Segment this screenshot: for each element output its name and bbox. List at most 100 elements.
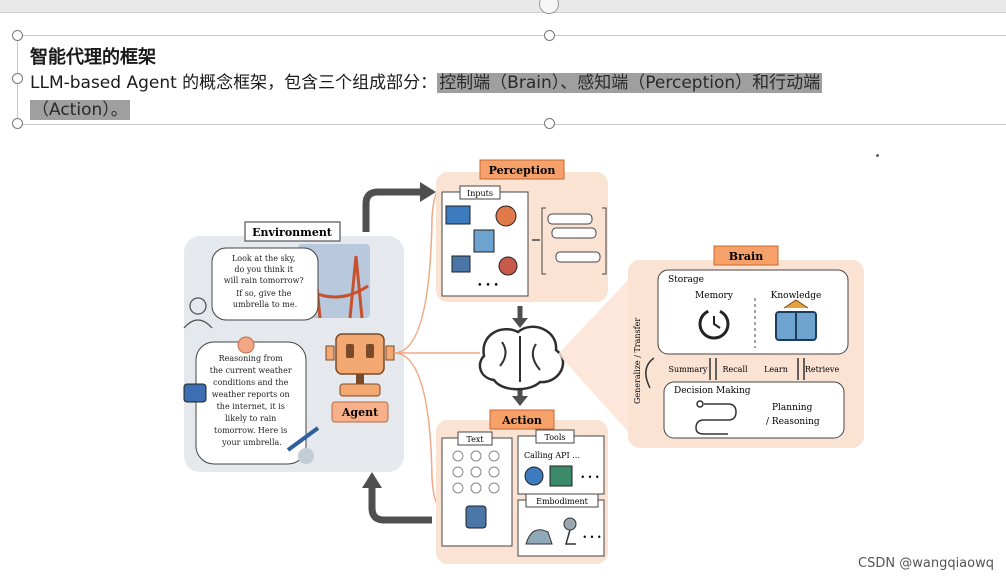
arrow-to-environment [368,486,432,524]
memory-label: Memory [695,291,734,301]
inputs-label: Inputs [467,189,493,198]
document-icon [473,229,495,253]
laptop-icon [183,383,207,403]
top-toolbar-strip [0,0,1006,14]
arrow-head-environment [362,472,382,488]
stray-dot [876,154,879,157]
answer-line: Reasoning from [219,354,284,363]
knowledge-book-icon [775,299,817,341]
camera-icon [451,255,471,273]
question-line: If so, give the [236,289,292,298]
answer-line: likely to rain [225,414,276,423]
storage-decision-arrows [709,358,805,380]
resize-handle-top-left[interactable] [12,30,23,41]
question-line: umbrella to me. [233,300,297,309]
rotate-handle[interactable] [539,0,559,14]
person-icon [183,297,213,329]
arrow-head-brain-action [512,396,528,406]
perception-label: Perception [489,164,556,177]
embedding-brackets [541,207,607,275]
answer-line: conditions and the [213,378,288,387]
retrieve-label: Retrieve [805,365,840,374]
resize-handle-top-middle[interactable] [544,30,555,41]
answer-line: tomorrow. Here is [214,426,287,435]
brain-label: Brain [729,250,763,263]
brain-label-box [713,245,779,266]
planning-flow-icon [695,400,737,435]
brain-folds [499,336,541,382]
question-line: Look at the sky, [232,254,295,263]
action-label: Action [501,414,542,427]
decision-making-label: Decision Making [674,386,751,396]
embedding-vectors [547,213,601,263]
memory-clock-icon [698,308,730,340]
environment-label: Environment [252,226,333,239]
answer-line: the current weather [210,366,292,375]
question-text: Look at the sky, do you think it will ra… [224,254,307,309]
learn-label: Learn [764,365,788,374]
resize-handle-bottom-left[interactable] [12,118,23,129]
robot-icon [325,333,395,397]
question-line: will rain tomorrow? [224,276,304,285]
calling-api-label: Calling API ... [524,451,580,460]
text-label-box [457,431,493,446]
inputs-ellipsis: • • • [477,281,499,291]
reasoning-label: / Reasoning [766,417,820,427]
arrow-head-perception [420,182,436,202]
monitor-icon [445,205,471,225]
recall-label: Recall [722,365,748,374]
tools-ellipsis: • • • [580,473,599,482]
perception-label-box [479,159,565,180]
slide-body-line-1: LLM-based Agent 的概念框架，包含三个组成部分：控制端（Brain… [30,68,823,93]
agent-label-box [331,401,389,423]
answer-line: the internet, it is [217,402,285,411]
resize-handle-bottom-middle[interactable] [544,118,555,129]
calculator-icon [549,465,573,487]
highlighted-text: 控制端（Brain）、感知端（Perception）和行动端 [437,73,823,93]
answer-text: Reasoning from the current weather condi… [210,354,294,447]
microphone-icon [563,517,577,545]
embodiment-label-box [525,493,599,508]
question-bubble [211,247,319,321]
inputs-label-box [459,185,501,200]
tools-label-box [535,429,575,444]
highlighted-text-continued: （Action）。 [30,100,130,120]
body-text-prefix: LLM-based Agent 的概念框架，包含三个组成部分： [30,73,438,93]
watermark: CSDN @wangqiaowq [858,556,994,571]
action-label-box [489,409,555,430]
answer-line: weather reports on [212,390,290,399]
question-line: do you think it [234,265,294,274]
globe-icon [524,466,544,486]
brain-thought-icon [237,336,255,354]
text-label: Text [466,435,484,444]
brain-icon [478,325,565,391]
person-avatar-icon [498,256,518,276]
summary-label: Summary [669,365,708,374]
text-box [441,437,513,547]
environment-label-box [244,221,341,242]
resize-handle-middle-left[interactable] [12,73,23,84]
storage-label: Storage [668,275,704,285]
arrow-head-perception-brain [512,318,528,328]
agent-label: Agent [341,406,379,419]
generalize-loop-arrow [645,357,655,389]
text-network-icon [452,450,500,494]
knowledge-label: Knowledge [771,291,822,301]
printer-icon [465,505,487,529]
generalize-transfer-label: Generalize / Transfer [633,318,642,404]
answer-line: your umbrella. [221,438,282,447]
agent-framework-figure: Environment Look at the sky, do you thin… [183,159,864,564]
headphones-icon [495,205,517,227]
tools-label: Tools [544,433,565,442]
slide-title: 智能代理的框架 [30,47,156,68]
embodiment-label: Embodiment [536,497,589,506]
planning-label: Planning [772,403,813,413]
embodiment-box [517,499,605,557]
decision-making-box [663,381,845,439]
umbrella-icon [286,426,320,464]
slide-body-line-2: （Action）。 [30,95,130,120]
brain-zoom-connector [558,276,632,436]
embodiment-ellipsis: • • • [582,533,601,542]
robot-arm-icon [525,529,553,545]
arrow-to-perception [362,188,420,232]
